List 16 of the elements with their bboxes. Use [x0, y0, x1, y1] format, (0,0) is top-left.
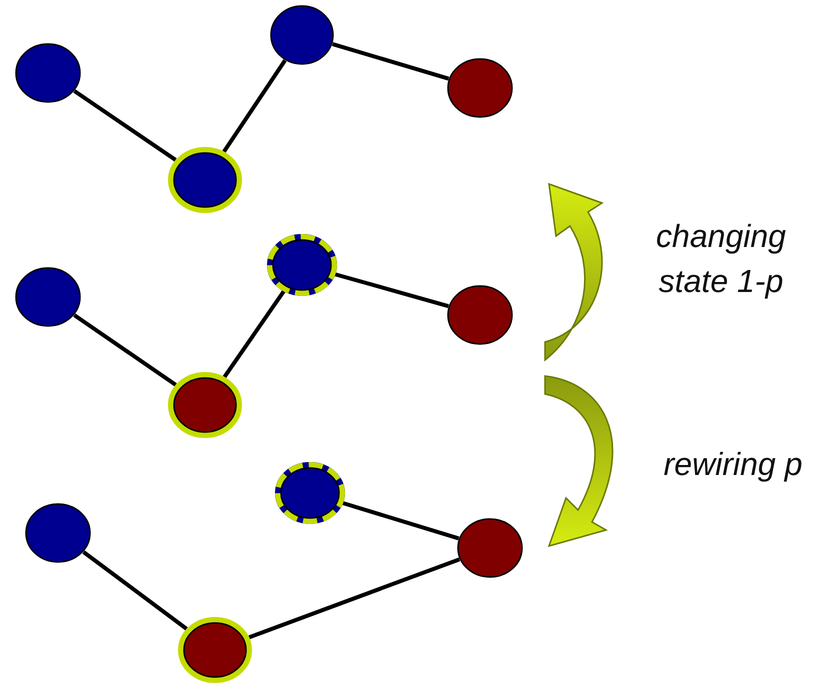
connector-line [222, 59, 287, 153]
connector-line [332, 42, 450, 81]
connector-line [73, 89, 177, 162]
connector-line [222, 290, 286, 378]
highlighted-node-circle [265, 232, 339, 298]
connector-line [73, 313, 177, 386]
transition-label: changing state 1-p [655, 217, 787, 301]
transition-label: rewiring p [662, 445, 804, 484]
highlighted-node-circle [166, 145, 244, 215]
connector-line [334, 272, 450, 308]
connector-line [82, 550, 188, 630]
highlighted-node-circle [176, 615, 254, 684]
connector-line [248, 557, 460, 640]
connector-line [342, 501, 460, 540]
highlighted-node-circle [273, 460, 347, 526]
highlighted-node-circle [166, 370, 244, 440]
